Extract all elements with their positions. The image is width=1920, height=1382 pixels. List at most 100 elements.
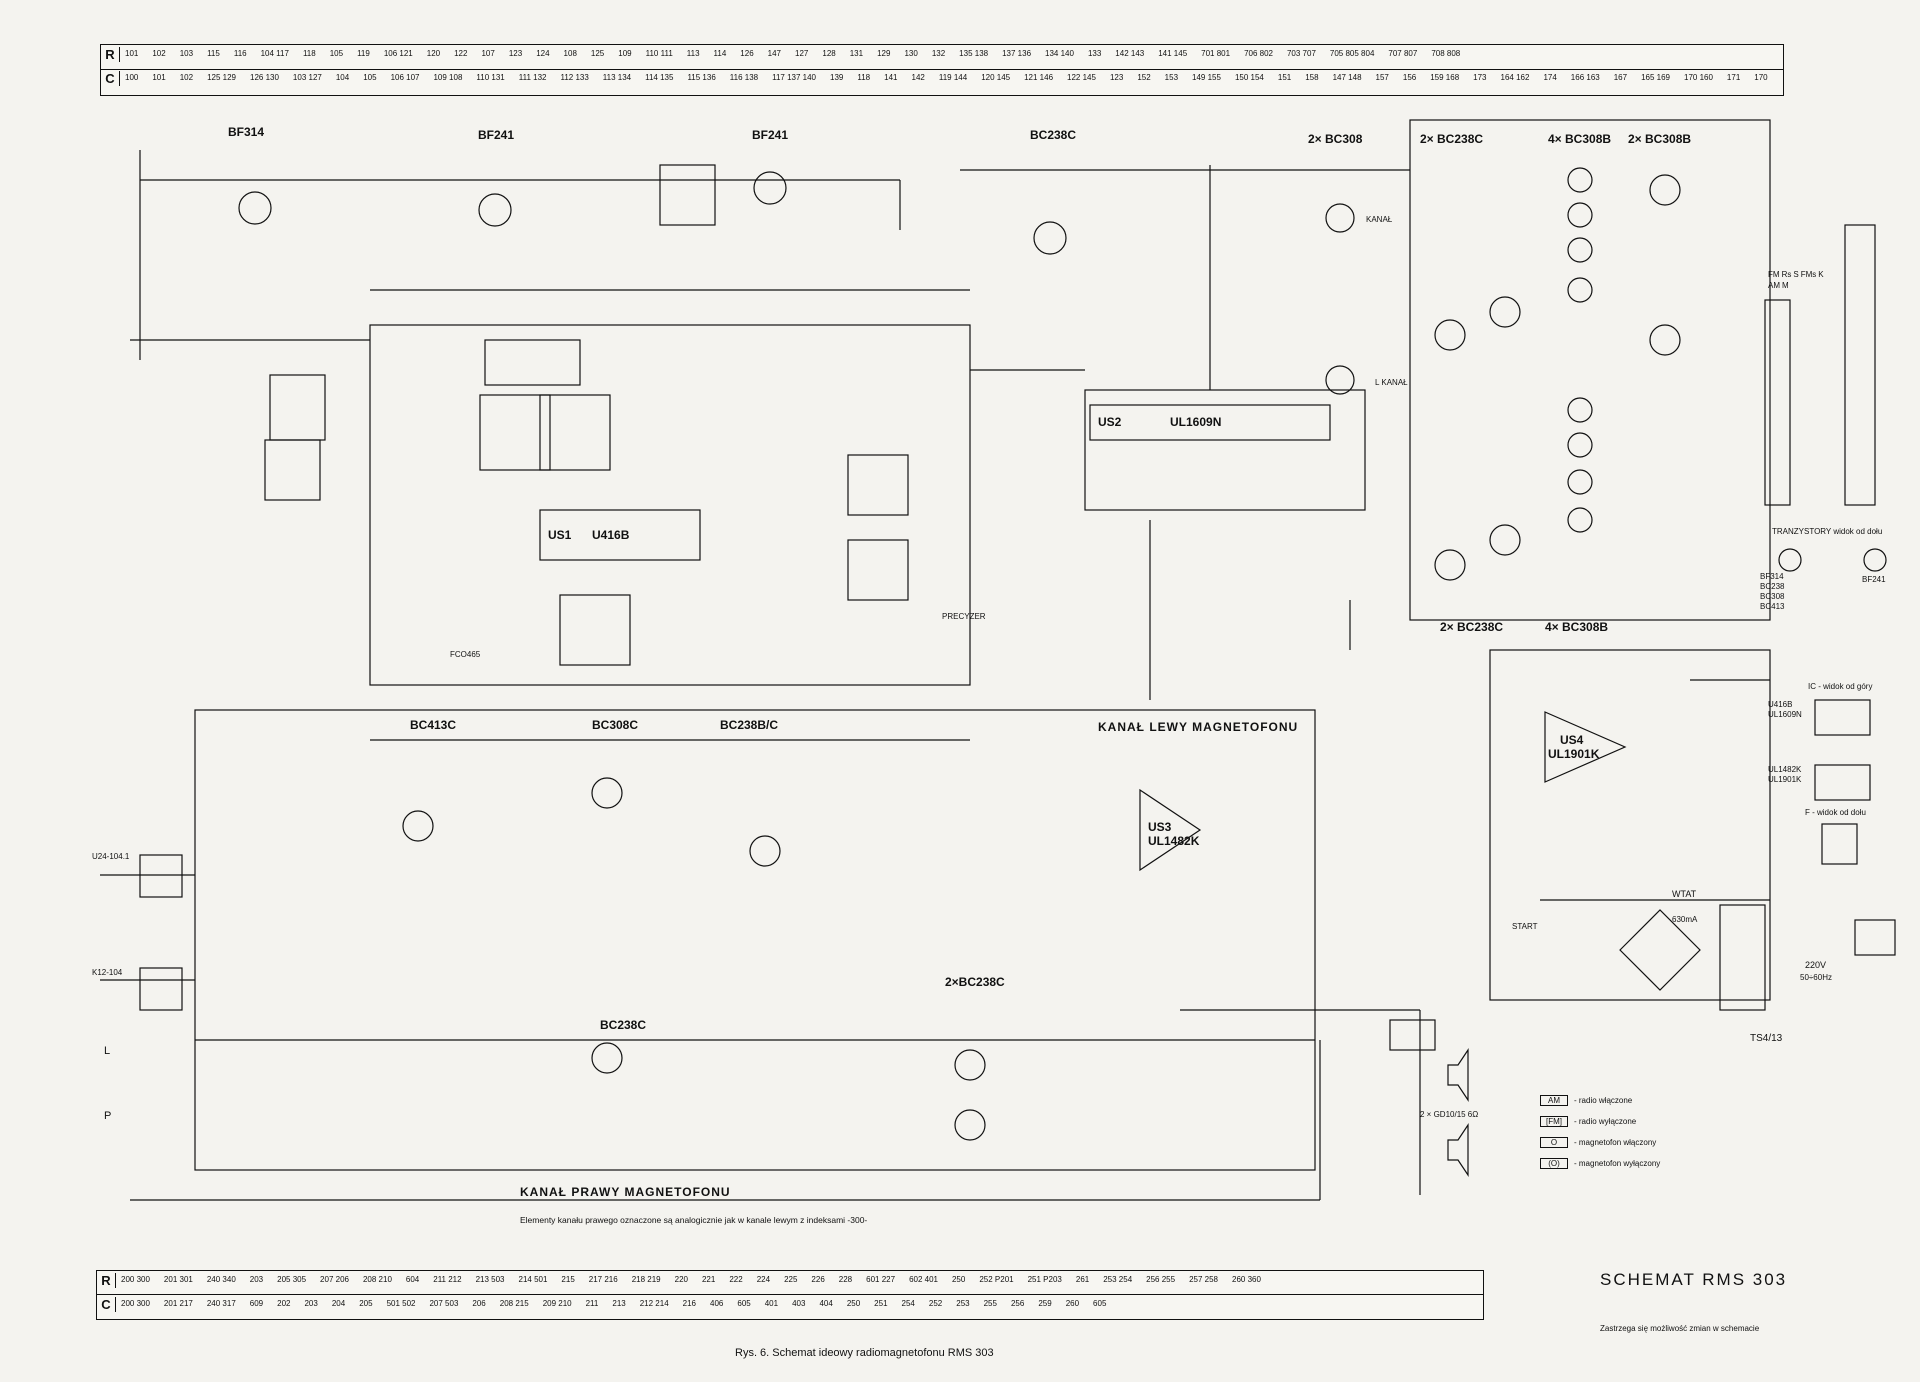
strip-number: 401 [764,1299,779,1308]
strip-number: 101 [152,73,166,82]
ic-type: UL1901K [1768,775,1802,784]
legend-item: AM- radio włączone [1540,1095,1660,1106]
switch-position-label: FMs [1800,270,1817,279]
strip-number: 133 [1087,49,1102,58]
strip-number: 226 [811,1275,825,1284]
strip-number: 170 160 [1684,73,1713,82]
strip-number: 209 210 [542,1299,572,1308]
legend-mark: [FM] [1540,1116,1568,1127]
strip-row-c-label: C [97,1297,116,1312]
strip-number: 117 137 140 [772,73,817,82]
switch-position-label: Rs [1781,270,1792,279]
strip-number: 104 117 [260,49,289,58]
strip-number: 259 [1038,1299,1052,1308]
strip-number: 109 [618,49,632,58]
strip-number: 123 [508,49,523,58]
strip-number: 203 [249,1275,264,1284]
switch-position-label: S [1793,270,1799,279]
strip-number: 125 129 [207,73,236,82]
strip-number: 142 [911,73,925,82]
strip-number: 604 [405,1275,420,1284]
strip-number: 256 [1010,1299,1025,1308]
label-kanal-l: L KANAŁ [1375,378,1408,387]
strip-number: 705 805 804 [1329,49,1375,58]
strip-number: 118 [302,49,316,58]
label-2x-bc238c-top: 2× BC238C [1420,132,1484,146]
strip-number: 218 219 [631,1275,661,1284]
strip-number: 205 [359,1299,373,1308]
strip-number: 252 P201 [979,1275,1014,1284]
label-us4: US4 [1560,733,1584,747]
strip-number: 251 P203 [1027,1275,1062,1284]
strip-number: 105 [329,49,344,58]
label-k12: K12-104 [92,968,123,977]
strip-number: 406 [710,1299,724,1308]
strip-number: 217 216 [588,1275,618,1284]
strip-number: 137 136 [1002,49,1032,58]
label-4x-bc308b-bot: 4× BC308B [1545,620,1609,634]
strip-number: 153 [1164,73,1179,82]
label-bc413c: BC413C [410,718,457,732]
strip-number: 113 134 [602,73,632,82]
label-bc238bc: BC238B/C [720,718,779,732]
strip-number: 159 168 [1430,73,1460,82]
label-4x-bc308b-top: 4× BC308B [1548,132,1612,146]
strip-number: 201 217 [163,1299,193,1308]
switch-position-label: M [1782,281,1789,290]
label-fco465: FCO465 [450,650,481,659]
strip-number: 149 155 [1192,73,1221,82]
strip-number: 167 [1613,73,1628,82]
label-u416b: U416B [592,528,630,542]
strip-number: 211 [585,1299,599,1308]
label-speakers: 2 × GD10/15 6Ω [1420,1110,1479,1119]
strip-number: 170 [1754,73,1768,82]
strip-number: 116 [233,49,247,58]
strip-number: 157 [1375,73,1389,82]
strip-number: 151 [1277,73,1292,82]
strip-number: 164 162 [1500,73,1530,82]
strip-number: 252 [928,1299,943,1308]
strip-number: 601 227 [866,1275,896,1284]
strip-number: 108 [563,49,577,58]
strip-number: 126 130 [250,73,279,82]
legend-mark: O [1540,1137,1568,1148]
strip-number: 208 215 [499,1299,529,1308]
strip-number: 120 [426,49,441,58]
strip-number: 404 [819,1299,833,1308]
legend-text: - radio włączone [1574,1096,1633,1105]
strip-number: 605 [737,1299,751,1308]
transistor-type: BF314 [1760,572,1784,581]
label-ts413: TS4/13 [1750,1033,1783,1044]
strip-number: 132 [931,49,946,58]
strip-number: 253 [956,1299,970,1308]
figure-caption: Rys. 6. Schemat ideowy radiomagnetofonu … [735,1347,994,1359]
output-amp-frame [1489,649,1771,1001]
transistor-type: BC308 [1760,592,1785,601]
us3-body [1139,788,1202,872]
label-2x-bc238c-mid: 2×BC238C [945,975,1005,989]
strip-number: 707 807 [1388,49,1418,58]
strip-number: 141 [884,73,898,82]
strip-number: 131 [849,49,864,58]
strip-number: 253 254 [1103,1275,1133,1284]
strip-number: 240 317 [206,1299,236,1308]
strip-number: 122 [454,49,468,58]
strip-number: 251 [874,1299,888,1308]
strip-number: 207 503 [429,1299,459,1308]
strip-number: 602 401 [909,1275,938,1284]
legend-text: - magnetofon włączony [1574,1138,1657,1147]
strip-number: 116 138 [729,73,759,82]
strip-number: 211 212 [433,1275,462,1284]
strip-number: 126 [740,49,754,58]
label-start: START [1512,922,1538,931]
label-bc238c-mid: BC238C [600,1018,647,1032]
strip-number: 260 360 [1232,1275,1261,1284]
strip-number: 158 [1305,73,1319,82]
strip-number: 214 501 [518,1275,548,1284]
strip-number: 127 [795,49,809,58]
